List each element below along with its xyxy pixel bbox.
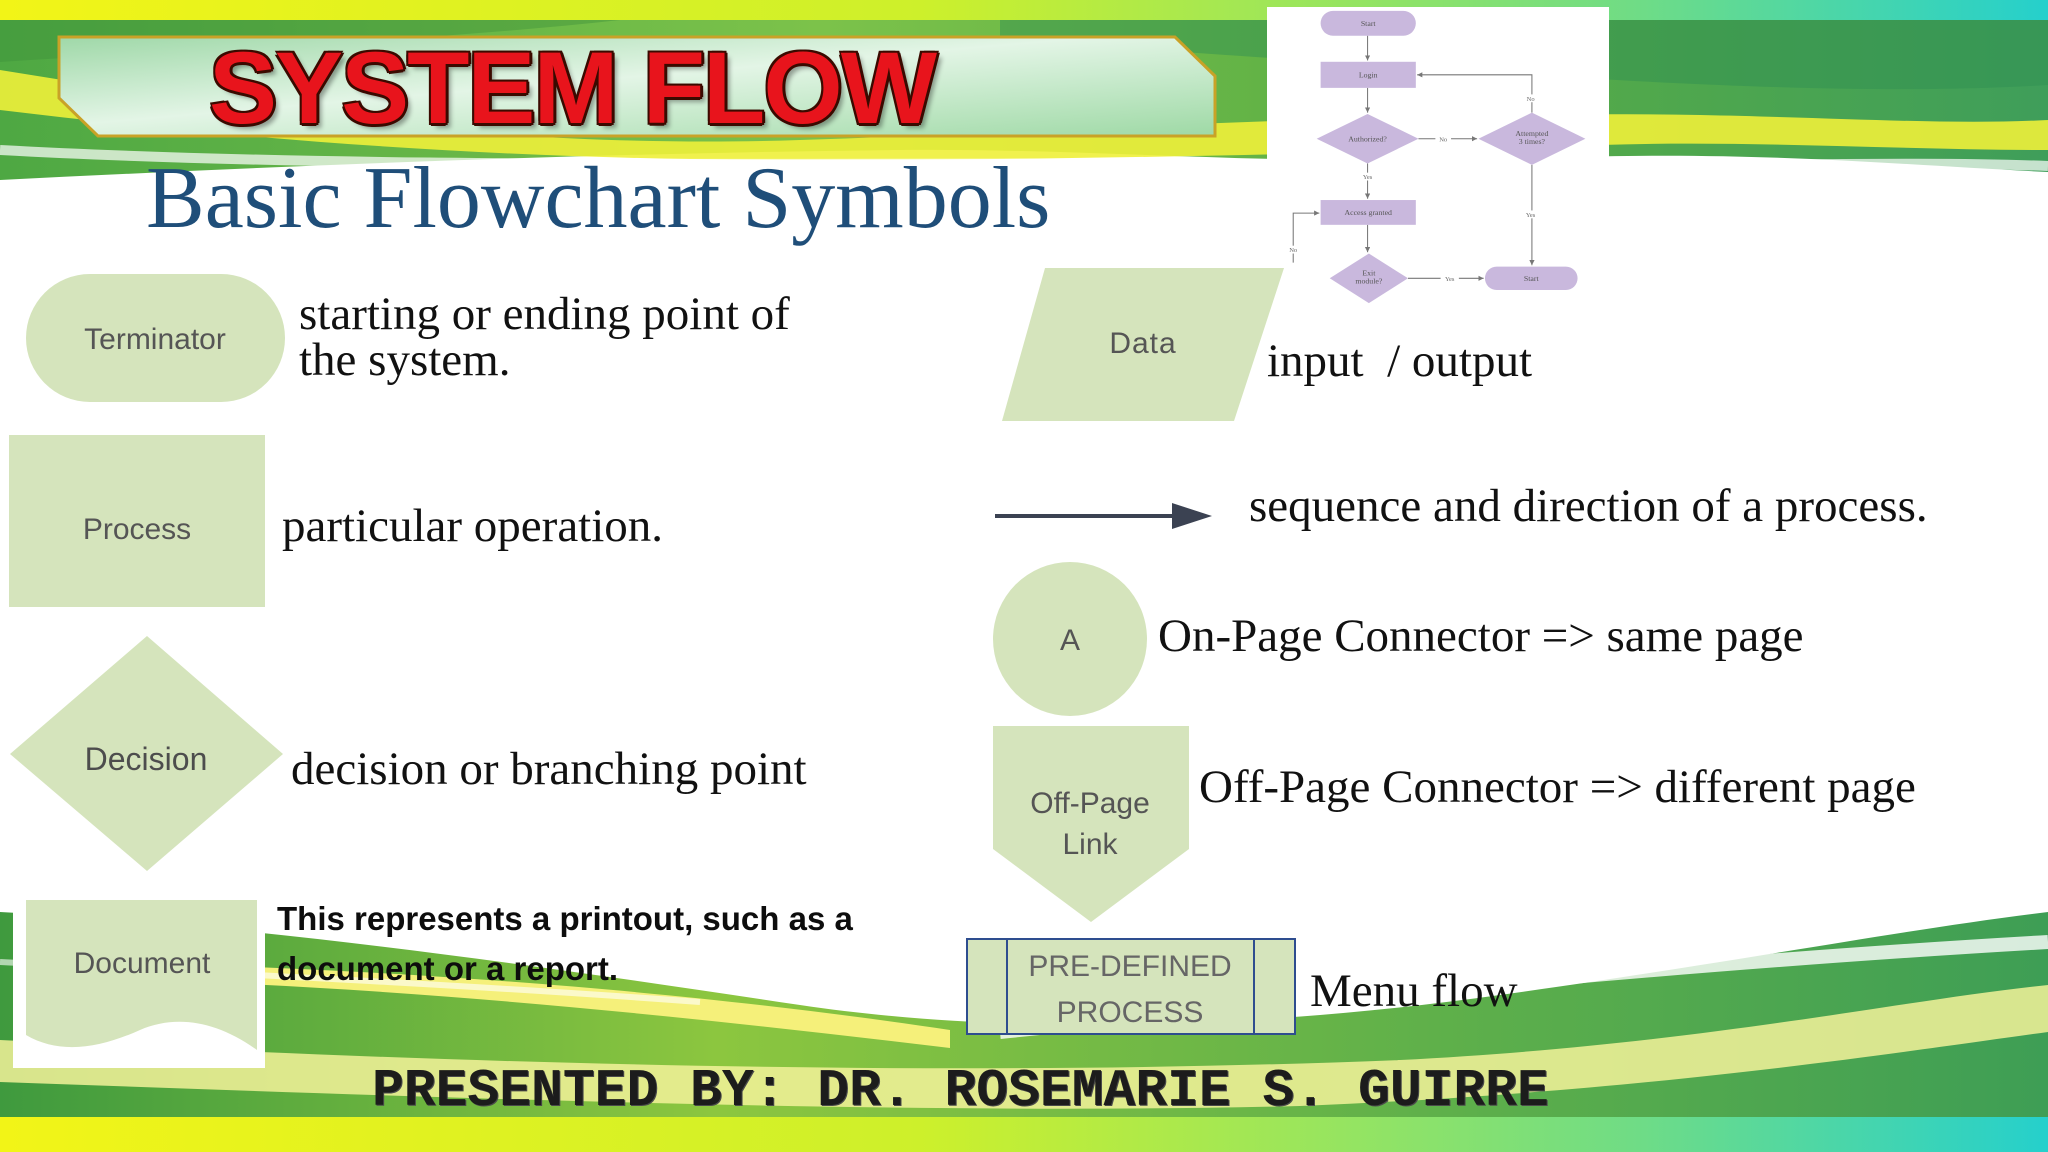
top-white-swoosh [0,145,2048,171]
title-banner [57,35,1217,138]
edge-label-bg [1524,94,1540,103]
document-description-line-1: This represents a printout, such as a [277,900,853,937]
document-label: Document [74,947,211,980]
decision-description: decision or branching point [291,743,807,795]
flow-authorized-node [1316,113,1419,164]
edge-label-bg [1358,172,1377,181]
example-flowchart-drawing: Start Login Authorized? Attempted 3 time… [1285,10,1586,304]
terminator-description-line-2: the system. [299,334,511,386]
off-page-connector-label-2: Link [1062,828,1118,861]
predefined-process-shape [966,938,1296,1035]
on-page-connector-shape [993,562,1147,716]
bottom-yellow-streak [200,965,950,1048]
off-page-connector-symbol: Off-Page Link [993,726,1189,922]
decision-symbol: Decision [10,636,283,871]
on-page-connector-symbol: A [993,562,1147,716]
flow-attempted-node [1478,112,1586,165]
flow-login-node [1320,61,1416,88]
predefined-process-label-1: PRE-DEFINED [1028,950,1231,983]
off-page-connector-label-1: Off-Page [1030,787,1150,820]
process-shape [9,435,265,607]
flow-login-label: Login [1359,70,1378,79]
off-page-connector-description: Off-Page Connector => different page [1199,761,1916,813]
presenter-footer: PRESENTED BY: DR. ROSEMARIE S. GUIRRE [372,1061,1549,1121]
flow-arrow-description: sequence and direction of a process. [1249,480,1928,532]
predefined-process-symbol: PRE-DEFINED PROCESS [966,938,1296,1035]
flow-edge-label-exit-no: No [1289,247,1298,254]
flow-attempted-label-2: 3 times? [1519,137,1546,146]
slide-title: SYSTEM FLOW [209,31,937,145]
flow-arrow-symbol [995,503,1212,529]
flow-edge-label-authorized-yes: Yes [1363,174,1373,181]
predefined-process-label-2: PROCESS [1057,996,1204,1029]
flow-start-node [1320,10,1416,36]
edge-label-bg [1285,245,1302,254]
edge-label-bg [1521,210,1540,219]
data-description: input / output [1267,335,1533,387]
flow-end-node [1484,266,1578,291]
document-description-line-2: document or a report. [277,950,619,987]
example-flowchart: Start Login Authorized? Attempted 3 time… [1267,7,1609,307]
decision-shape [10,636,283,871]
bottom-stripe [0,1117,2048,1152]
process-symbol: Process [9,435,265,607]
data-shape [1002,268,1284,421]
terminator-label: Terminator [84,323,226,356]
edge-label-bg [1435,134,1452,143]
flow-edge-label-attempted-yes: Yes [1526,212,1536,219]
document-shape [26,900,257,1050]
data-label: Data [1109,327,1176,360]
data-symbol: Data [1002,268,1284,421]
predefined-process-description: Menu flow [1310,965,1518,1017]
process-description: particular operation. [282,500,664,552]
off-page-connector-shape [993,726,1189,922]
edge-label-bg [1440,274,1459,283]
decision-label: Decision [85,741,208,777]
flow-authorized-label: Authorized? [1348,134,1387,143]
flow-end-label: Start [1524,274,1540,283]
flow-edge-label-exit-yes: Yes [1445,276,1455,283]
flow-exit-label-1: Exit [1362,269,1376,278]
flow-exit-label-2: module? [1355,277,1382,286]
bottom-light-band [0,985,2048,1109]
flow-access-label: Access granted [1344,208,1392,217]
process-label: Process [83,513,191,546]
flow-arrow-head [1172,503,1212,529]
flow-access-node [1320,200,1416,225]
terminator-description-line-1: starting or ending point of [299,288,790,340]
on-page-connector-label: A [1060,624,1080,657]
terminator-shape [26,274,285,402]
flow-edge-label-attempted-no: No [1527,96,1536,103]
terminator-symbol: Terminator [26,274,285,402]
on-page-connector-description: On-Page Connector => same page [1158,610,1804,662]
slide-subtitle: Basic Flowchart Symbols [146,150,1051,247]
document-symbol: Document [13,899,265,1068]
flow-attempted-label-1: Attempted [1515,129,1548,138]
flow-edge-label-authorized-no: No [1439,136,1448,143]
flow-start-label: Start [1361,19,1377,28]
